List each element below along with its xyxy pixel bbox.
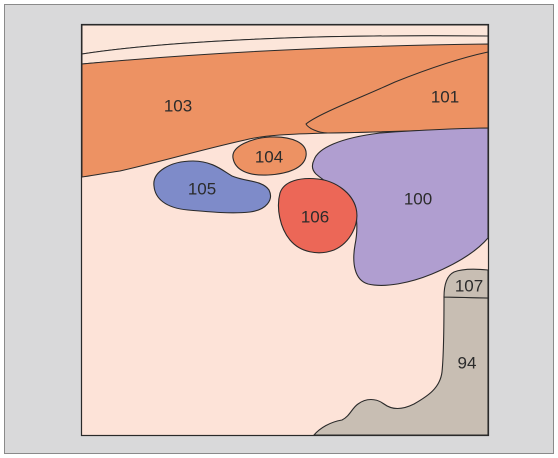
label-106: 106 (301, 208, 329, 227)
label-105: 105 (188, 180, 216, 199)
label-101: 101 (431, 88, 459, 107)
region-94 (312, 296, 489, 436)
label-103: 103 (164, 97, 192, 116)
label-104: 104 (255, 148, 283, 167)
region-105 (153, 160, 271, 214)
region-106 (277, 177, 358, 254)
label-100: 100 (404, 190, 432, 209)
label-107: 107 (455, 277, 483, 296)
region-104 (232, 136, 307, 176)
region-107 (443, 268, 489, 299)
label-94: 94 (458, 354, 477, 373)
